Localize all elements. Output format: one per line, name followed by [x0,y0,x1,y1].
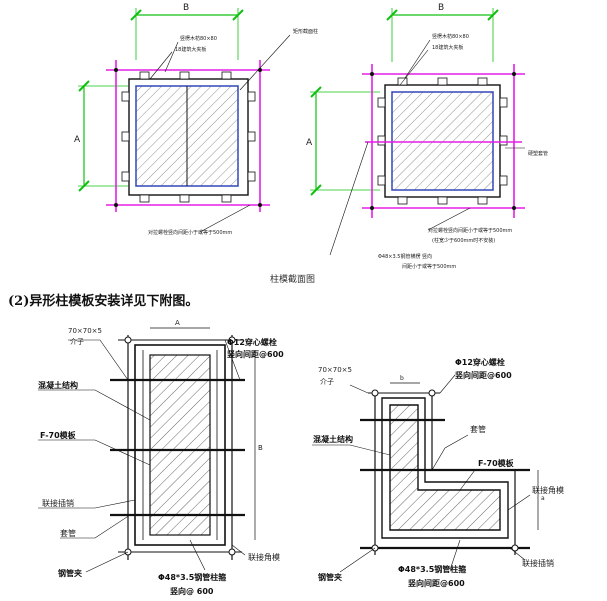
label-formwork: F-70模板 [478,458,515,468]
pipe-clamps [371,389,519,552]
label-pipe-spacing: 竖向间距@600 [408,578,465,588]
leader [399,49,429,86]
dim-tick [310,184,322,196]
label-bolt-spacing: 竖向间距@600 [455,370,512,380]
concrete-section [389,404,501,531]
dim-a-label: A [175,319,180,327]
bolts [360,418,530,550]
vertical-pipes [374,390,516,555]
vertical-pipes [127,335,233,560]
leaders [312,374,531,573]
top-right-section: B A 竖楞木枋80×80 [306,3,548,270]
label-spacing: 对拉螺栓竖向间距小于或等于500mm [148,229,232,236]
label-angle: 70×70×5 [318,366,352,374]
dim-b-label: b [400,375,404,382]
label-clamp: 钢管夹 [58,568,82,578]
bottom-right-section: b a [312,357,564,588]
battens [121,71,256,203]
dim-b-label: B [438,3,444,13]
label-corner: 联接角模 [532,485,564,495]
label-column: 矩形截面柱 [293,28,318,35]
leader [164,41,179,73]
end-pipes [118,339,242,553]
label-sleeve: 套管 [470,424,486,434]
outer-formwork [381,397,509,539]
pipe-clamps [370,72,516,210]
dim-tick [130,9,142,21]
label-spacing-note: (柱宽少于600mm时不安装) [432,237,495,244]
dim-a-label: A [74,135,81,145]
label-sleeve: 硬塑套管 [528,150,548,157]
label-batten: 竖楞木枋80×80 [432,33,469,40]
leaders [38,339,246,573]
label-pipe-2: 间距小于或等于500mm [402,263,456,270]
dim-b-label: B [258,444,263,452]
label-pin: 联接插销 [42,498,74,508]
label-pipe: Φ48×3.5钢管横楞 竖向 [378,253,432,260]
section-heading: (2)异形柱模板安装详见下附图。 [8,294,199,309]
dim-a-label: A [306,138,313,148]
outer-formwork [134,344,226,546]
bottom-left-section: A B [38,319,284,596]
label-bolt: Φ12穿心螺栓 [455,357,505,367]
label-pipe-spacing: 竖向@ 600 [170,586,214,596]
label-clamp: 钢管夹 [318,572,342,582]
label-angle-2: 介子 [320,378,334,386]
label-board: 18建筑大夹板 [432,44,463,51]
concrete-section [149,354,211,536]
label-bolt-spacing: 竖向间距@600 [227,349,284,359]
battens [377,77,508,205]
dim-b-label: B [183,3,189,13]
label-angle-2: 介子 [70,338,84,346]
label-corner: 联接角模 [248,552,280,562]
leader [149,51,173,80]
caption-top: 柱模截面图 [270,273,315,285]
dim-tick [78,80,90,92]
dim-tick [232,9,244,21]
pipe-clamps [114,68,262,207]
label-formwork: F-70模板 [40,430,77,440]
label-pipe: Φ48*3.5钢管柱箍 [398,564,466,574]
label-concrete: 混凝土结构 [313,434,353,444]
leader [427,207,471,231]
steel-pipes [106,60,270,212]
leader [404,39,431,79]
label-batten: 竖楞木枋80×80 [180,35,217,42]
label-angle: 70×70×5 [68,327,102,335]
dim-tick [487,9,499,21]
dim-a-label: a [541,495,545,502]
label-bolt: Φ12穿心螺栓 [227,337,277,347]
top-left-section: B A [74,3,318,236]
dim-tick [310,86,322,98]
label-pipe: Φ48*3.5钢管柱箍 [158,572,226,582]
leader [329,141,369,256]
label-spacing: 对拉螺栓竖向间距小于或等于500mm [428,227,512,234]
steel-pipes [362,64,525,218]
label-pin: 联接插销 [522,558,554,568]
bolts [110,378,245,517]
dim-tick [386,9,398,21]
label-board: 18建筑大夹板 [175,46,206,53]
label-concrete: 混凝土结构 [38,380,78,390]
leader [239,34,291,91]
label-sleeve: 套管 [60,528,76,538]
dim-tick [78,180,90,192]
column-section [391,91,494,191]
leader [199,204,251,233]
